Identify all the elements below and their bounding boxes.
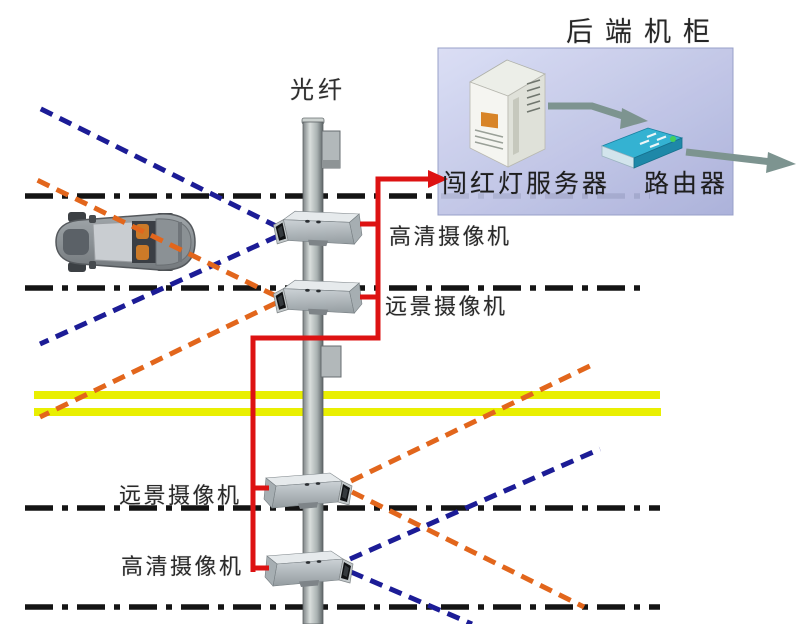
view-line-bottom-hd-upper — [348, 446, 602, 562]
camera-view-lines-orange — [33, 176, 596, 610]
view-line-top-far-lower — [38, 300, 278, 420]
server-label: 闯红灯服务器 — [442, 171, 611, 198]
camera-top-far-label: 远景摄像机 — [385, 294, 508, 319]
data-flow-arrows — [548, 102, 773, 166]
camera-top-hd-label: 高清摄像机 — [389, 224, 512, 249]
red-signal-cable — [250, 176, 428, 572]
router-output-arrowhead — [766, 152, 796, 173]
camera-bottom-far-label: 远景摄像机 — [119, 483, 242, 508]
red-light-server-icon — [469, 59, 546, 168]
server-to-router-arrow — [548, 102, 628, 121]
router-label: 路由器 — [644, 171, 729, 198]
cable-arrowhead — [428, 170, 448, 188]
view-line-top-hd-lower — [38, 233, 280, 347]
fiber-label: 光纤 — [290, 78, 346, 104]
hd-camera-bottom-icon — [264, 550, 354, 588]
cabinet-title: 后端机柜 — [566, 17, 722, 47]
far-view-camera-top-icon — [272, 277, 363, 318]
double-yellow-center-line — [34, 391, 661, 416]
camera-pole — [301, 117, 342, 624]
view-line-top-hd-upper — [33, 103, 280, 230]
camera-view-lines-blue — [33, 103, 602, 624]
cable-main-run — [250, 176, 428, 572]
far-view-camera-bottom-icon — [263, 472, 353, 510]
view-line-bottom-far-lower — [350, 489, 586, 610]
router-icon — [600, 127, 684, 169]
camera-bottom-hd-label: 高清摄像机 — [121, 554, 244, 579]
server-to-router-arrowhead — [620, 108, 648, 129]
view-line-bottom-far-upper — [349, 361, 596, 484]
pole-junction-box-middle — [320, 345, 342, 378]
view-line-bottom-hd-lower — [350, 569, 473, 624]
hd-camera-top-icon — [272, 208, 363, 249]
view-line-top-far-upper — [33, 176, 278, 299]
router-output-arrow — [685, 148, 773, 166]
